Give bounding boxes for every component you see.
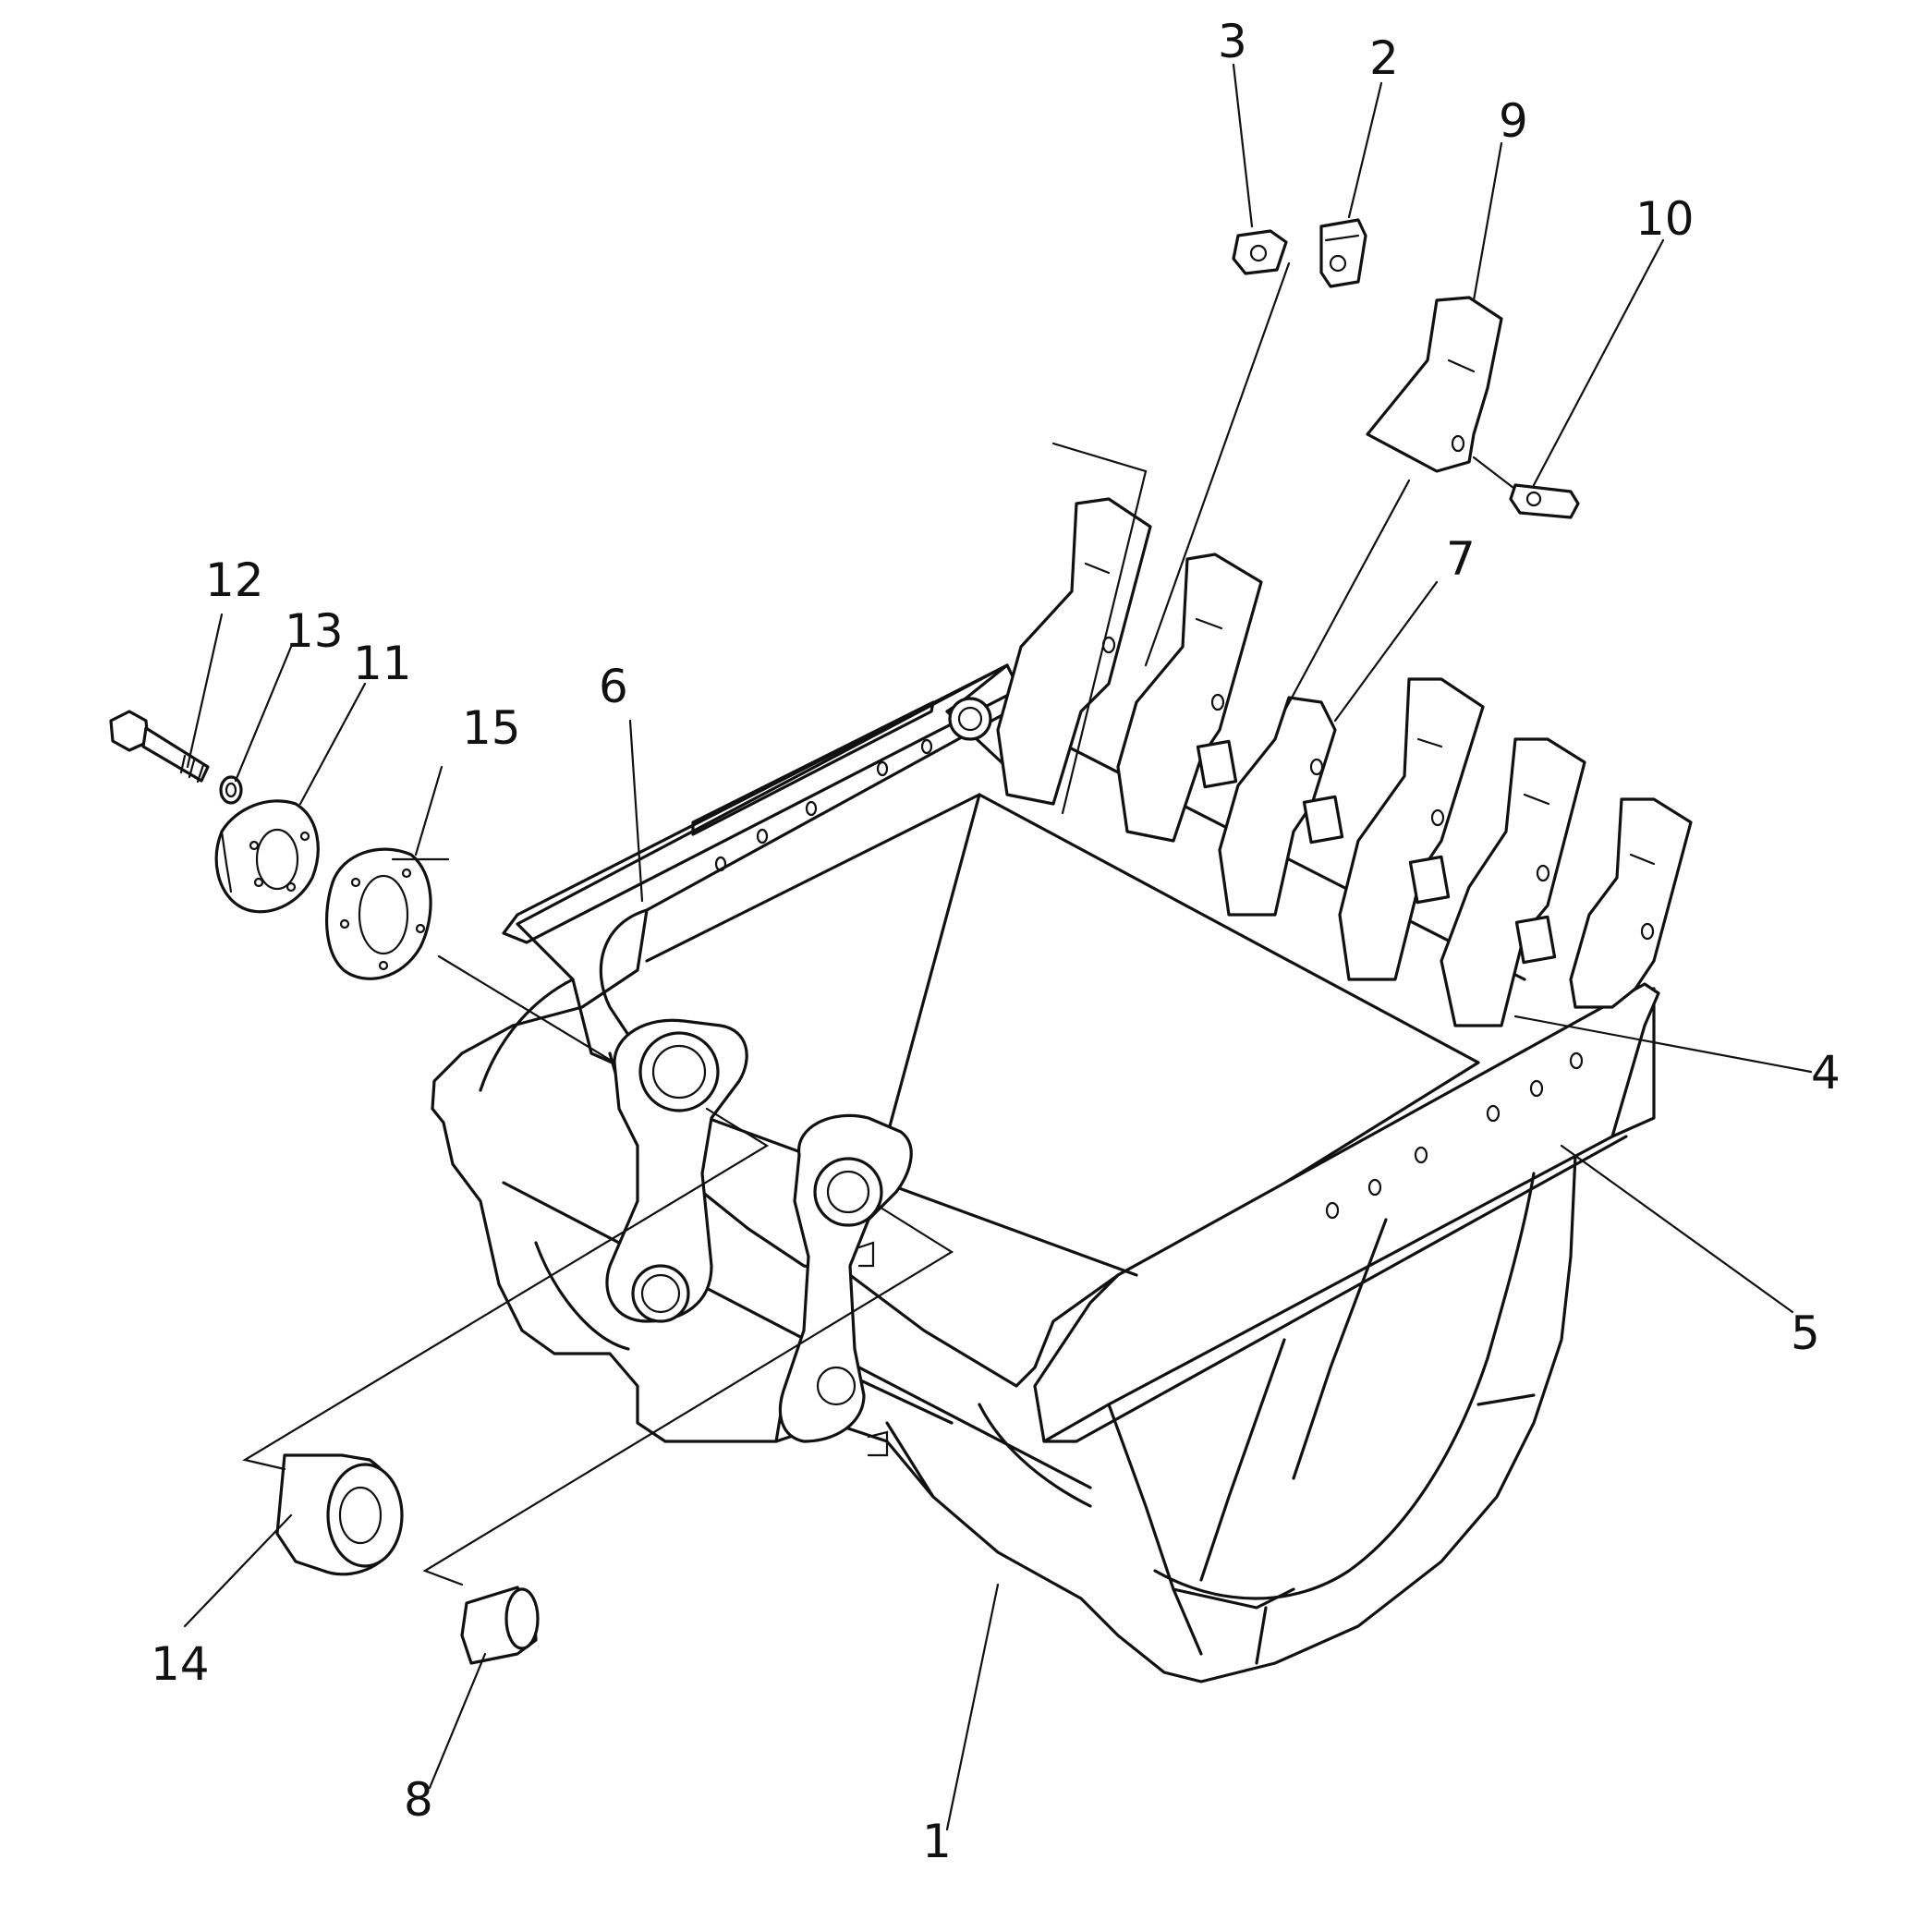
tooth-6 — [1569, 797, 1693, 1009]
leader-lines — [183, 63, 1813, 1831]
bucket-body — [431, 663, 1660, 1683]
part-13-washer — [219, 775, 243, 805]
part-2-lock — [1319, 218, 1367, 288]
callout-7: 7 — [1446, 532, 1476, 586]
part-15-shim — [325, 847, 432, 980]
assembly-guide-lines — [242, 442, 1411, 1586]
callout-15: 15 — [462, 701, 521, 755]
callout-14: 14 — [151, 1637, 210, 1691]
tooth-1 — [996, 497, 1152, 806]
callout-6: 6 — [599, 660, 628, 713]
tooth-3 — [1218, 696, 1337, 917]
callout-3: 3 — [1218, 15, 1247, 68]
part-9-tooth — [1366, 296, 1503, 473]
part-3-lock — [1232, 229, 1288, 275]
callout-1: 1 — [922, 1815, 952, 1868]
tooth-5 — [1440, 737, 1586, 1027]
callout-5: 5 — [1791, 1306, 1820, 1360]
part-12-bolt — [109, 710, 210, 784]
callout-11: 11 — [353, 637, 412, 690]
part-8-bushing — [460, 1586, 540, 1665]
callout-10: 10 — [1635, 192, 1695, 246]
bucket-teeth — [996, 497, 1693, 1027]
callout-numbers: 3 2 9 10 7 4 5 6 12 13 11 15 14 8 1 — [151, 15, 1841, 1868]
tooth-4 — [1338, 677, 1485, 981]
part-11-collar — [214, 799, 320, 914]
callout-8: 8 — [404, 1773, 433, 1827]
callout-4: 4 — [1811, 1046, 1841, 1100]
callout-9: 9 — [1499, 94, 1528, 148]
part-10-pin — [1472, 456, 1580, 519]
callout-2: 2 — [1369, 31, 1399, 85]
part-14-bushing — [275, 1453, 404, 1576]
callout-12: 12 — [205, 553, 264, 607]
callout-13: 13 — [285, 604, 344, 658]
tooth-2 — [1116, 553, 1263, 843]
